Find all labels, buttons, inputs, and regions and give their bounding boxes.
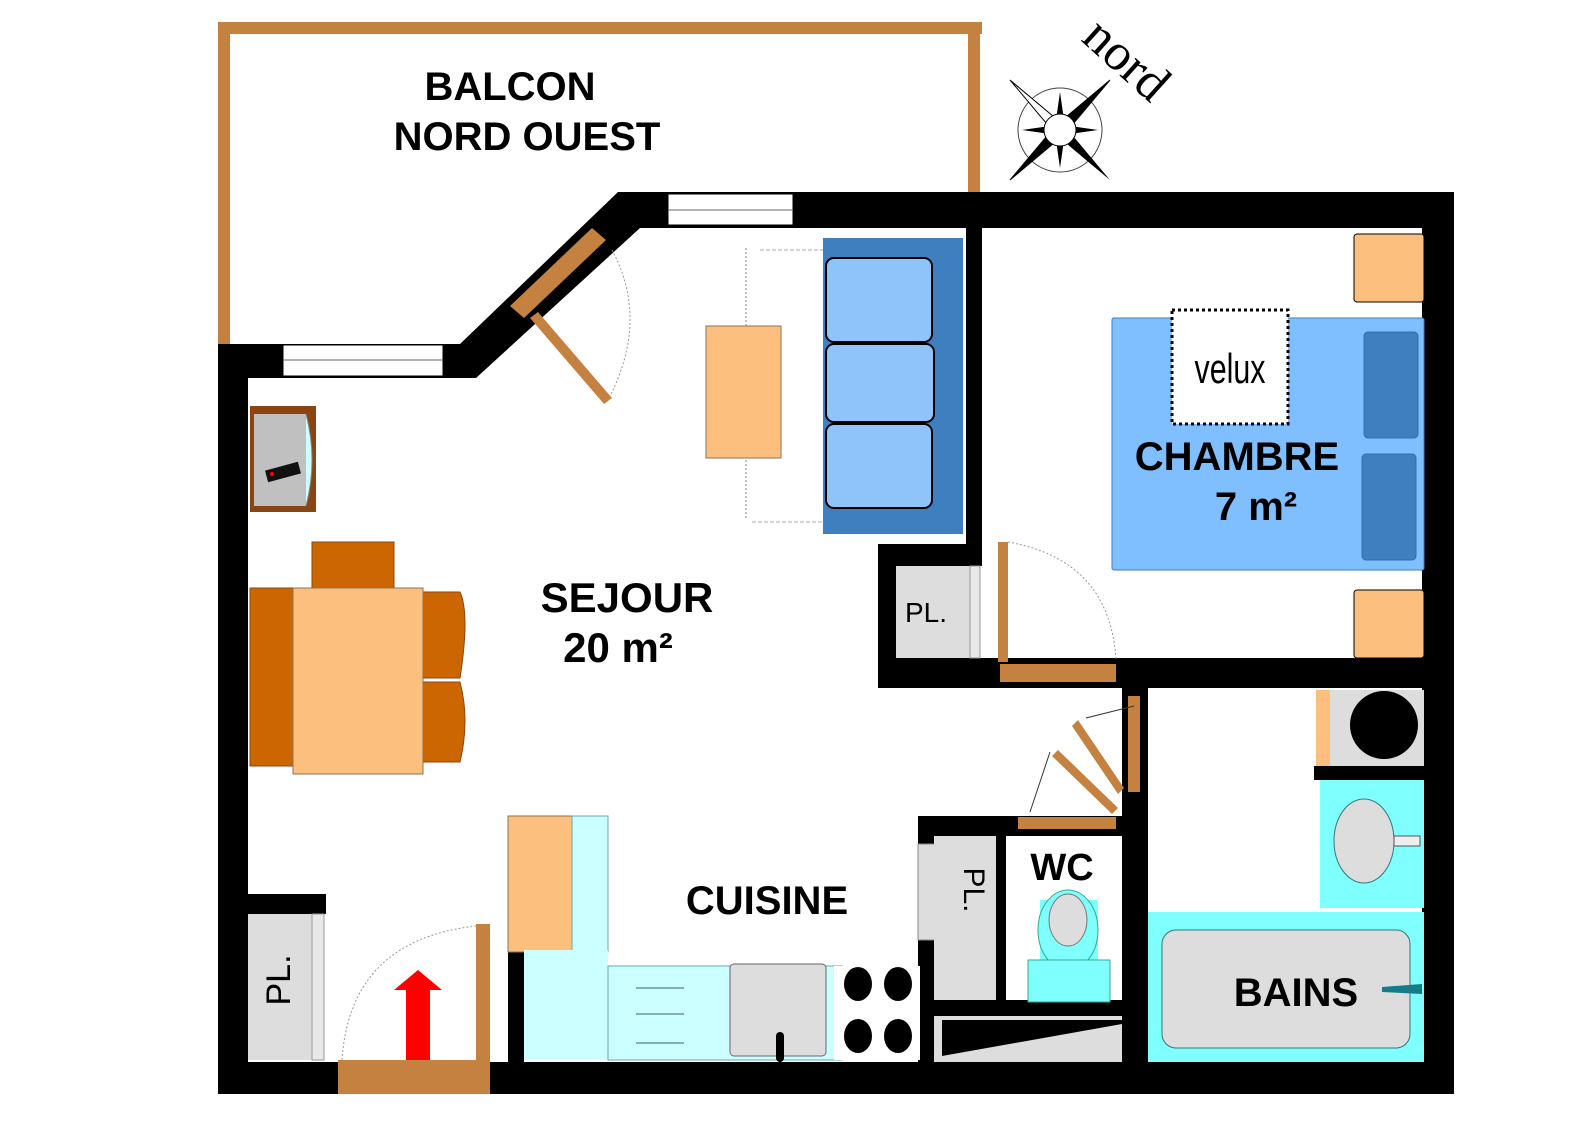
bedside-table-top [1353, 233, 1425, 303]
chambre-closet-label: PL. [905, 597, 947, 628]
compass-north-label: nord [1072, 7, 1181, 113]
chambre-closet [896, 565, 981, 659]
balcony-railing [218, 22, 982, 344]
wc-closet [917, 836, 996, 1000]
chambre-door[interactable] [998, 541, 1117, 682]
water-heater [1316, 690, 1424, 766]
toilet [1006, 836, 1122, 1003]
bains-label: BAINS [1234, 971, 1358, 1015]
balcony-door[interactable] [510, 228, 631, 404]
window-balcony-left [282, 344, 444, 377]
cuisine-label: CUISINE [686, 879, 848, 923]
entry-closet-label: PL. [260, 954, 298, 1005]
velux-label: velux [1195, 345, 1266, 392]
dining-set [249, 541, 466, 775]
washbasin [1320, 780, 1424, 908]
wc-closet-label: PL. [957, 867, 990, 912]
wc-label: WC [1030, 847, 1093, 889]
window-top [667, 193, 794, 226]
cooktop [834, 966, 920, 1060]
sejour-label: SEJOUR [541, 574, 714, 621]
bedside-table-bottom [1353, 589, 1425, 659]
entry-closet [248, 913, 325, 1061]
duct-shaft [934, 1016, 1122, 1062]
balcon-label-line2: NORD OUEST [394, 115, 661, 159]
bathroom-folding-door[interactable] [1018, 696, 1140, 829]
chambre-area: 7 m² [1215, 485, 1297, 529]
sofa [823, 238, 963, 534]
coffee-table [705, 248, 830, 523]
compass-rose-icon [1009, 79, 1111, 181]
bathtub [1148, 912, 1424, 1062]
sejour-area: 20 m² [563, 624, 673, 671]
balcon-label-line1: BALCON [424, 65, 595, 109]
tv-cabinet [250, 406, 316, 512]
velux-window [1170, 308, 1290, 426]
kitchen-sink [729, 963, 827, 1062]
entrance-arrow-icon [394, 970, 442, 1060]
chambre-label: CHAMBRE [1135, 435, 1339, 479]
entrance-door[interactable] [338, 924, 490, 1094]
